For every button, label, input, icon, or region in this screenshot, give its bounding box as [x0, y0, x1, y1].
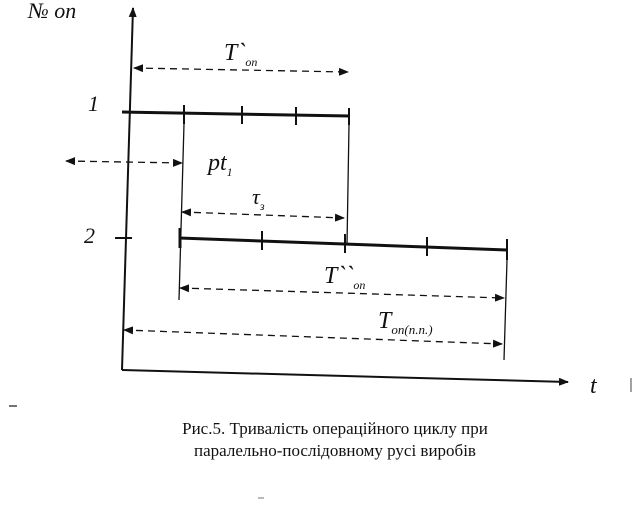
row-1-label: 1: [88, 91, 99, 116]
guide-line-end-2: [503, 259, 508, 361]
t-op-2-label: T``on: [324, 263, 365, 292]
caption-line-2: паралельно-послідовному русі виробів: [194, 441, 476, 460]
tau-label: τз: [252, 184, 265, 213]
guide-line-end-1: [346, 124, 350, 246]
figure-caption: Рис.5. Тривалість операційного циклу при…: [130, 418, 540, 462]
row-2-label: 2: [84, 223, 95, 248]
operation-2-bar: [178, 236, 508, 252]
x-axis-label: t: [590, 373, 598, 399]
t-op-2-dimension: [179, 284, 505, 302]
operation-1-bar: [121, 110, 351, 118]
t-total-dimension: [123, 326, 503, 348]
t-op-1-label: T`on: [224, 40, 257, 69]
pt-label: pt1: [206, 150, 233, 179]
t-op-1-dimension: [133, 64, 349, 76]
pt-offset-dimension: [65, 157, 183, 167]
tau-dimension: [181, 208, 345, 222]
y-axis: [121, 7, 137, 371]
x-axis: [121, 369, 569, 386]
t-total-label: Tоп(п.п.): [378, 308, 433, 337]
y-axis-label: № on: [27, 0, 76, 23]
caption-line-1: Рис.5. Тривалість операційного циклу при: [182, 419, 488, 438]
